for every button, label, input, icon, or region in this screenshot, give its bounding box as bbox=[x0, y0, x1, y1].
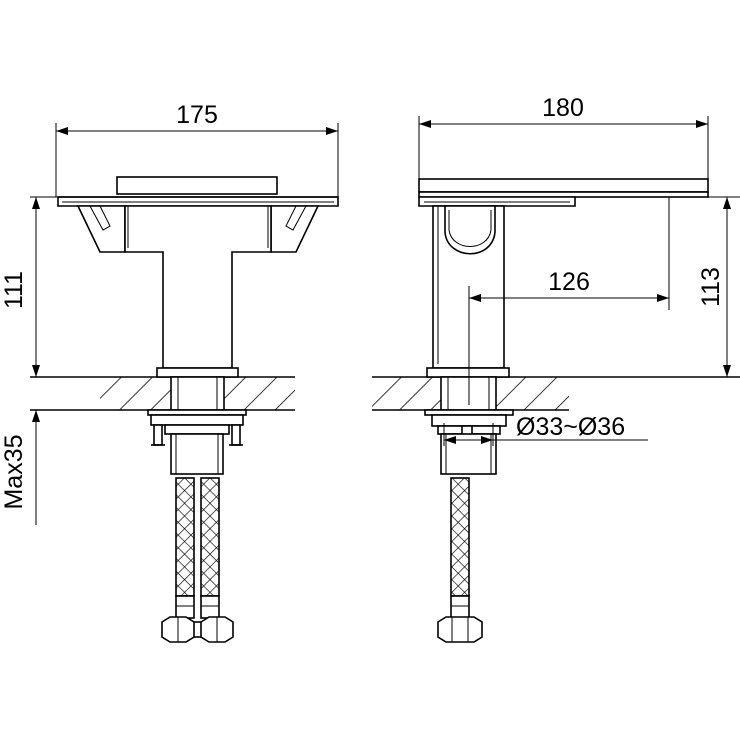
front-view: 175 111 Max35 bbox=[0, 101, 339, 643]
side-hose-connector bbox=[437, 616, 483, 643]
max-thickness-dimension: Max35 bbox=[0, 410, 40, 525]
side-width-dimension: 180 bbox=[418, 94, 709, 179]
front-base-flange bbox=[156, 367, 239, 378]
front-hose-connectors bbox=[161, 616, 234, 643]
side-height-label: 113 bbox=[697, 267, 725, 307]
front-width-dimension: 175 bbox=[55, 101, 339, 197]
front-braided-hoses bbox=[175, 477, 220, 619]
side-mounting-nut bbox=[424, 409, 514, 475]
side-base-flange bbox=[426, 367, 510, 378]
side-height-dimension: 113 bbox=[669, 196, 740, 377]
side-width-label: 180 bbox=[542, 94, 584, 122]
spout-reach-dimension: 126 bbox=[468, 197, 670, 405]
side-spout-plate bbox=[418, 196, 576, 207]
max-thickness-label: Max35 bbox=[0, 434, 28, 509]
front-mounting-nut bbox=[147, 409, 247, 475]
side-countertop bbox=[372, 376, 740, 411]
front-handle-lever bbox=[116, 176, 278, 195]
side-view: 180 126 113 Ø33~Ø36 bbox=[372, 94, 740, 643]
front-countertop bbox=[30, 376, 295, 411]
front-width-label: 175 bbox=[176, 101, 218, 129]
side-braided-hose bbox=[450, 477, 470, 619]
front-height-label: 111 bbox=[0, 271, 28, 309]
hole-diameter-dimension: Ø33~Ø36 bbox=[443, 413, 648, 446]
spout-reach-label: 126 bbox=[548, 268, 590, 296]
side-handle-lever bbox=[418, 178, 709, 198]
hole-diameter-label: Ø33~Ø36 bbox=[516, 413, 625, 441]
front-faucet-body bbox=[57, 196, 339, 369]
front-shank bbox=[170, 376, 225, 411]
front-height-dimension: 111 bbox=[0, 196, 58, 377]
